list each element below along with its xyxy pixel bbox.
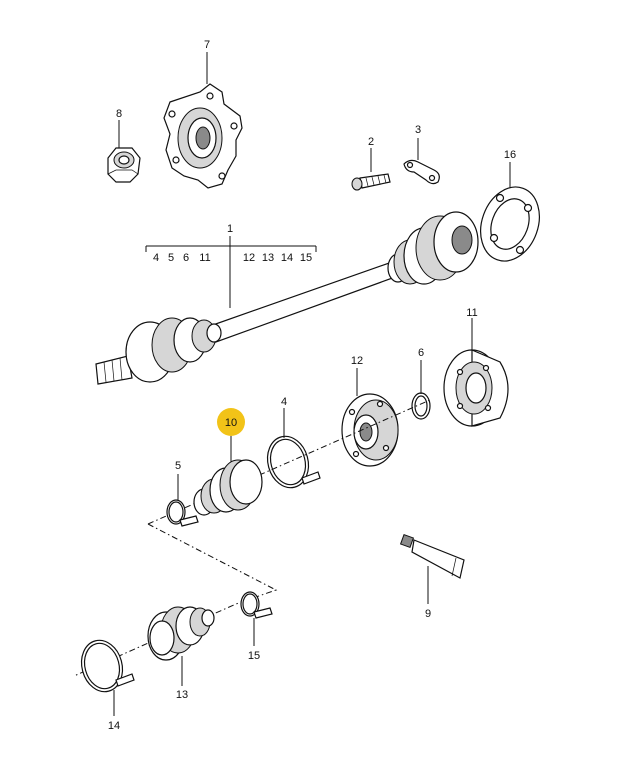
bracket-item: 14 (281, 252, 293, 264)
callout-2: 2 (368, 136, 374, 148)
part-3-lock-plate[interactable] (403, 159, 440, 185)
part-6-circlip[interactable] (411, 392, 431, 420)
callout-15: 15 (248, 650, 260, 662)
bracket-item: 6 (183, 252, 189, 264)
callout-5: 5 (175, 460, 181, 472)
callout-1: 1 (227, 223, 233, 235)
part-11-housing[interactable] (443, 349, 509, 427)
callout-14: 14 (108, 720, 120, 732)
callout-9: 9 (425, 608, 431, 620)
part-14-large-clamp[interactable] (76, 636, 135, 697)
callout-11: 11 (466, 307, 477, 319)
callout-10-highlight[interactable]: 10 (217, 408, 245, 436)
bracket-item: 13 (262, 252, 274, 264)
part-5-small-clamp[interactable] (166, 499, 199, 527)
assembly-axis-line (147, 399, 431, 525)
bracket-item: 5 (168, 252, 174, 264)
callout-13: 13 (176, 689, 188, 701)
callout-12: 12 (351, 355, 363, 367)
callout-3: 3 (415, 124, 421, 136)
bracket-item: 12 (243, 252, 255, 264)
callout-16: 16 (504, 149, 516, 161)
bracket-item: 11 (199, 252, 210, 264)
part-10-boot[interactable] (193, 459, 263, 516)
part-8-nut[interactable] (107, 147, 141, 183)
bracket-item: 4 (153, 252, 159, 264)
bracket-item-list: 4 5 6 11 12 13 14 15 (153, 252, 312, 264)
callout-10: 10 (225, 417, 237, 429)
part-15-small-clamp[interactable] (240, 591, 273, 619)
part-1-drive-shaft[interactable] (95, 211, 479, 385)
callout-7: 7 (204, 39, 210, 51)
part-13-boot[interactable] (147, 606, 215, 661)
callout-6: 6 (418, 347, 424, 359)
callout-4: 4 (281, 396, 287, 408)
part-7-hub-flange[interactable] (163, 83, 243, 189)
bracket-item: 15 (300, 252, 312, 264)
part-2-bolt[interactable] (351, 173, 391, 191)
highlight-circle (217, 408, 245, 436)
callout-8: 8 (116, 108, 122, 120)
part-4-clamp[interactable] (262, 432, 321, 493)
part-9-grease-tube[interactable] (399, 533, 465, 579)
part-1-bracket (145, 236, 317, 308)
part-16-gasket[interactable] (471, 179, 550, 270)
part-12-cv-joint[interactable] (341, 393, 399, 467)
